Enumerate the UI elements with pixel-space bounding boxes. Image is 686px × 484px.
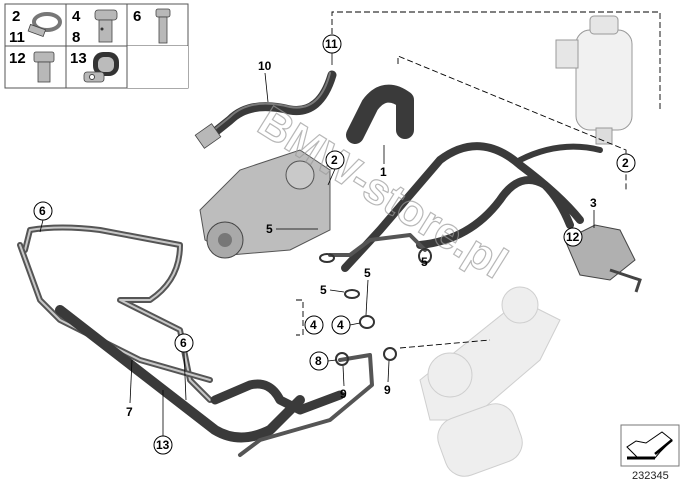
callout-text: 8 [315, 354, 322, 368]
legend-cell-banjo-bolt[interactable]: 4 8 [72, 8, 118, 46]
legend-number: 4 [72, 8, 81, 25]
callout-13[interactable]: 13 [153, 390, 173, 455]
fluid-reservoir [555, 15, 633, 145]
legend-number: 12 [9, 50, 26, 67]
callout-6-top[interactable]: 6 [33, 201, 53, 233]
callout-5-b[interactable]: 5 [364, 266, 371, 316]
callout-4-a[interactable]: 4 [304, 315, 324, 335]
callout-text: 2 [331, 153, 338, 167]
legend-number: 6 [133, 8, 141, 25]
callout-text: 12 [566, 230, 580, 244]
callout-text: 6 [180, 336, 187, 350]
callout-2-reservoir[interactable]: 2 [616, 153, 636, 173]
callout-5-c[interactable]: 5 [320, 283, 345, 297]
callout-text: 3 [590, 196, 597, 210]
callout-text: 4 [337, 318, 344, 332]
hex-bolt-short-icon [33, 51, 55, 83]
callout-text: 4 [310, 318, 317, 332]
callout-7[interactable]: 7 [126, 359, 133, 419]
callout-text: 5 [421, 255, 428, 269]
callout-1[interactable]: 1 [380, 145, 387, 179]
callout-3[interactable]: 3 [590, 196, 597, 228]
legend-number: 11 [9, 29, 25, 46]
callout-9-a[interactable]: 9 [340, 365, 347, 401]
legend-cell-mount-clip[interactable]: 13 [70, 50, 119, 83]
callouts: 10 11 2 1 2 3 12 6 5 5 5 5 4 4 6 8 9 9 7… [33, 34, 636, 455]
callout-5-a[interactable]: 5 [266, 222, 318, 236]
callout-text: 10 [258, 59, 272, 73]
rubber-mount-clip-icon [83, 52, 119, 83]
callout-text: 1 [380, 165, 387, 179]
back-navigation-button[interactable] [620, 424, 680, 467]
callout-11[interactable]: 11 [322, 34, 342, 65]
pressure-regulator [564, 224, 642, 293]
callout-text: 9 [340, 387, 347, 401]
o-rings [319, 248, 432, 366]
legend-number: 8 [72, 29, 80, 46]
callout-text: 11 [325, 37, 338, 51]
callout-9-b[interactable]: 9 [384, 360, 391, 397]
callout-12[interactable]: 12 [563, 227, 583, 247]
callout-text: 9 [384, 383, 391, 397]
callout-5-d[interactable]: 5 [421, 255, 428, 269]
parts-legend: 2 11 4 8 6 12 [4, 3, 189, 89]
legend-cell-clamp[interactable]: 2 11 [9, 8, 62, 46]
callout-8[interactable]: 8 [309, 351, 337, 371]
callout-text: 2 [622, 156, 629, 170]
callout-text: 5 [320, 283, 327, 297]
callout-text: 6 [39, 204, 46, 218]
callout-text: 5 [364, 266, 371, 280]
legend-number: 13 [70, 50, 87, 67]
callout-6-bottom[interactable]: 6 [174, 333, 194, 401]
hex-bolt-icon [155, 8, 171, 44]
diagram-reference-number: 232345 [632, 470, 669, 482]
callout-2-pump[interactable]: 2 [325, 150, 345, 186]
callout-10[interactable]: 10 [258, 59, 272, 103]
hose-clamp-icon [27, 12, 62, 38]
legend-cell-bolt[interactable]: 6 [133, 8, 171, 44]
arrow-back-icon [626, 431, 673, 460]
callout-4-b[interactable]: 4 [331, 315, 361, 335]
steering-gear-ghost [419, 286, 561, 477]
legend-number: 2 [12, 8, 20, 25]
banjo-bolt-icon [94, 9, 118, 43]
callout-text: 5 [266, 222, 273, 236]
legend-cell-short-bolt[interactable]: 12 [9, 50, 55, 83]
callout-text: 13 [156, 438, 170, 452]
callout-text: 7 [126, 405, 133, 419]
